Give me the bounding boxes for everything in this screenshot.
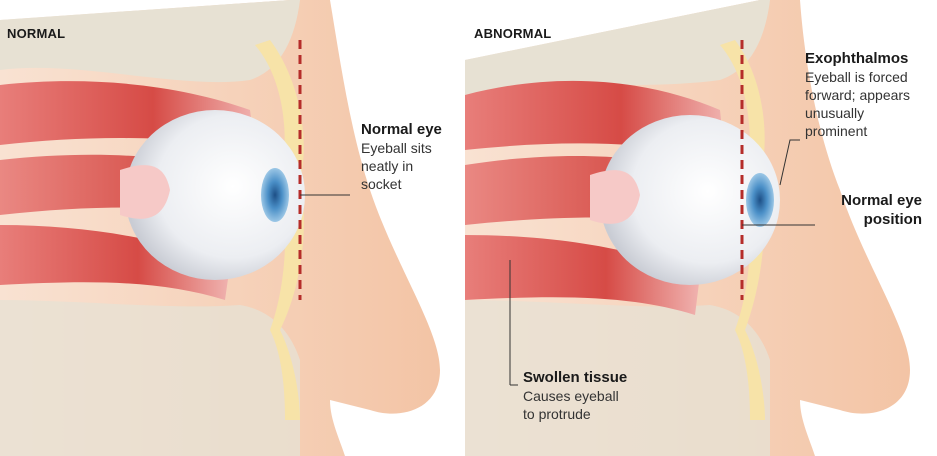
abnormal-iris <box>746 173 774 227</box>
exophthalmos-label: Exophthalmos Eyeball is forced forward; … <box>805 49 910 140</box>
normal-bone-lower <box>0 300 300 456</box>
normal-eye-position-label: Normal eye position <box>822 191 922 229</box>
normal-eye-label-desc: Eyeball sits neatly in socket <box>361 139 442 193</box>
exophthalmos-label-desc: Eyeball is forced forward; appears unusu… <box>805 68 910 140</box>
normal-eye-position-label-title: Normal eye position <box>822 191 922 229</box>
swollen-tissue-label: Swollen tissue Causes eyeball to protrud… <box>523 368 627 423</box>
exophthalmos-label-title: Exophthalmos <box>805 49 910 68</box>
normal-panel-title: NORMAL <box>7 26 65 41</box>
normal-eye-label-title: Normal eye <box>361 120 442 139</box>
normal-head-section <box>0 0 440 456</box>
normal-iris <box>261 168 289 222</box>
swollen-tissue-label-desc: Causes eyeball to protrude <box>523 387 627 423</box>
swollen-tissue-label-title: Swollen tissue <box>523 368 627 387</box>
abnormal-panel-title: ABNORMAL <box>474 26 551 41</box>
normal-eye-label: Normal eye Eyeball sits neatly in socket <box>361 120 442 193</box>
